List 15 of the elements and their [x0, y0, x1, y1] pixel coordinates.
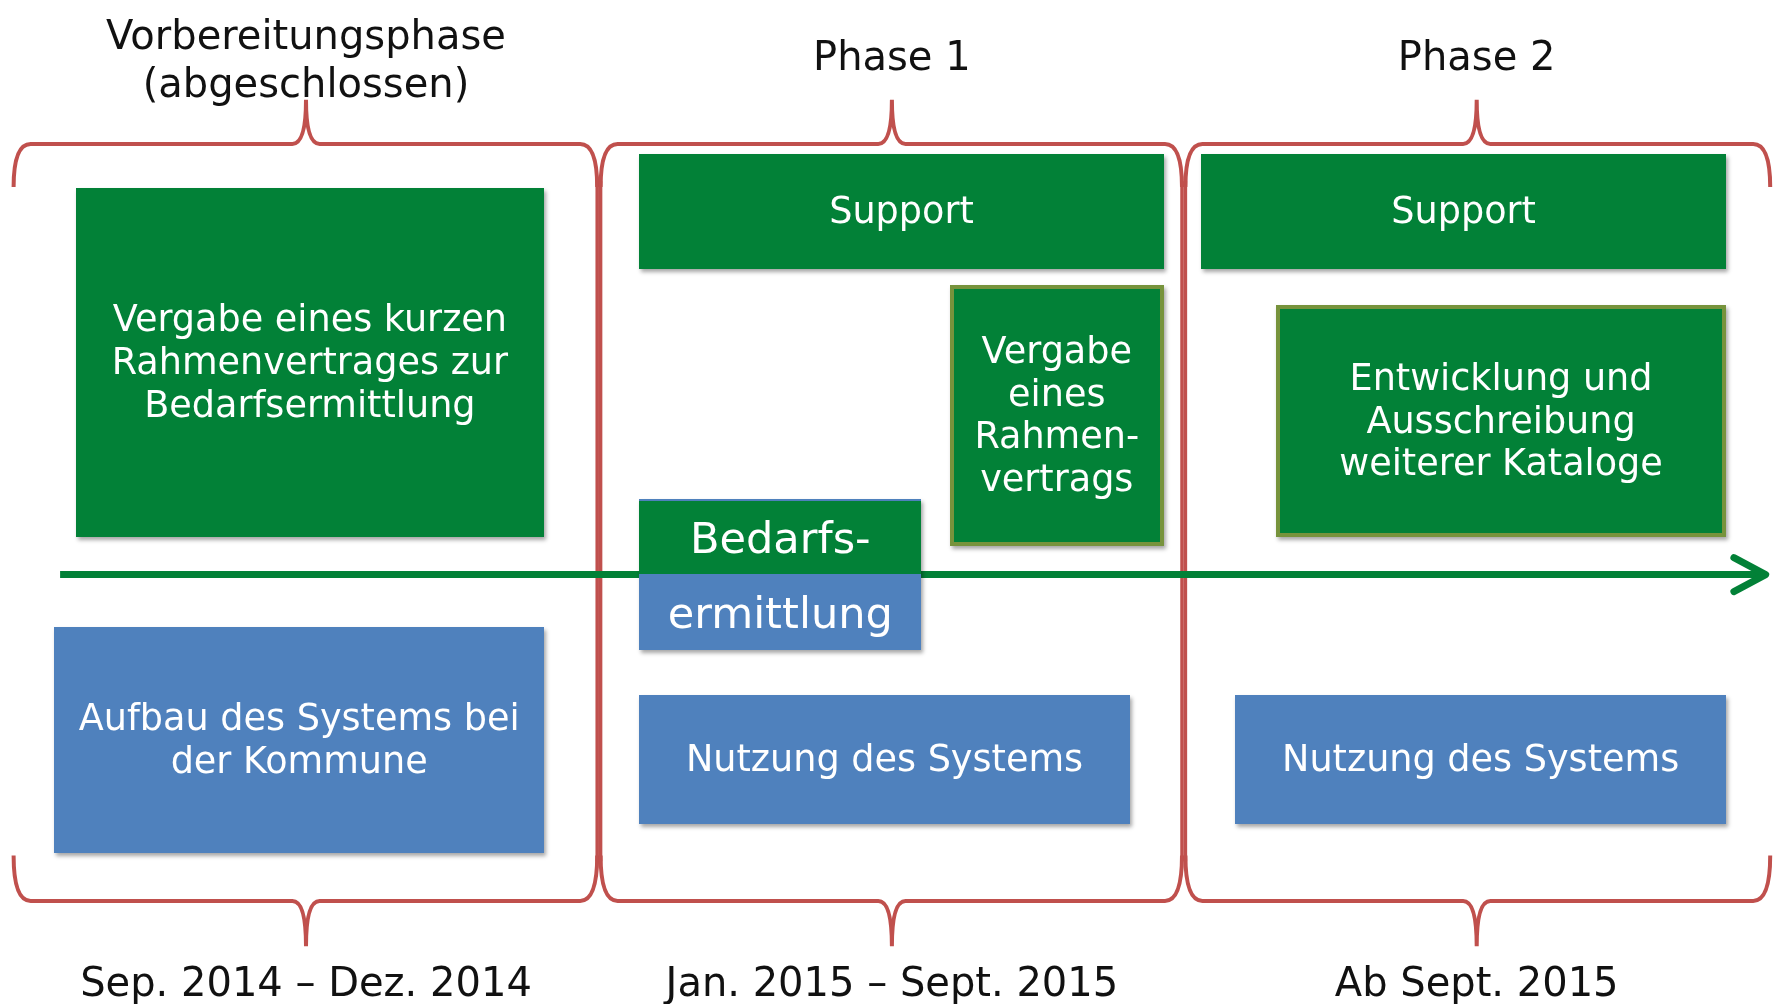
task-box: Vergabe eines Rahmen- vertrags — [949, 284, 1164, 547]
task-box: Vergabe eines kurzen Rahmenvertrages zur Bedarfsermittlung — [75, 188, 544, 538]
date-range: Sep. 2014 – Dez. 2014 — [79, 957, 533, 1004]
task-box: Entwicklung und Ausschreibung weiterer Kataloge — [1276, 304, 1726, 538]
task-box: Bedarfs- ermittlung — [639, 498, 922, 651]
task-box: Nutzung des Systems — [1235, 694, 1726, 824]
date-range: Ab Sept. 2015 — [1333, 957, 1620, 1004]
phase-heading: Vorbereitungsphase (abgeschlossen) — [105, 11, 507, 108]
phase-heading: Phase 1 — [812, 31, 972, 80]
task-box: Support — [639, 154, 1164, 269]
date-range: Jan. 2015 – Sept. 2015 — [662, 957, 1120, 1004]
task-box: Aufbau des Systems bei der Kommune — [54, 626, 544, 854]
task-box: Support — [1201, 154, 1726, 269]
task-box: Nutzung des Systems — [639, 694, 1130, 824]
phase-heading: Phase 2 — [1396, 31, 1557, 80]
